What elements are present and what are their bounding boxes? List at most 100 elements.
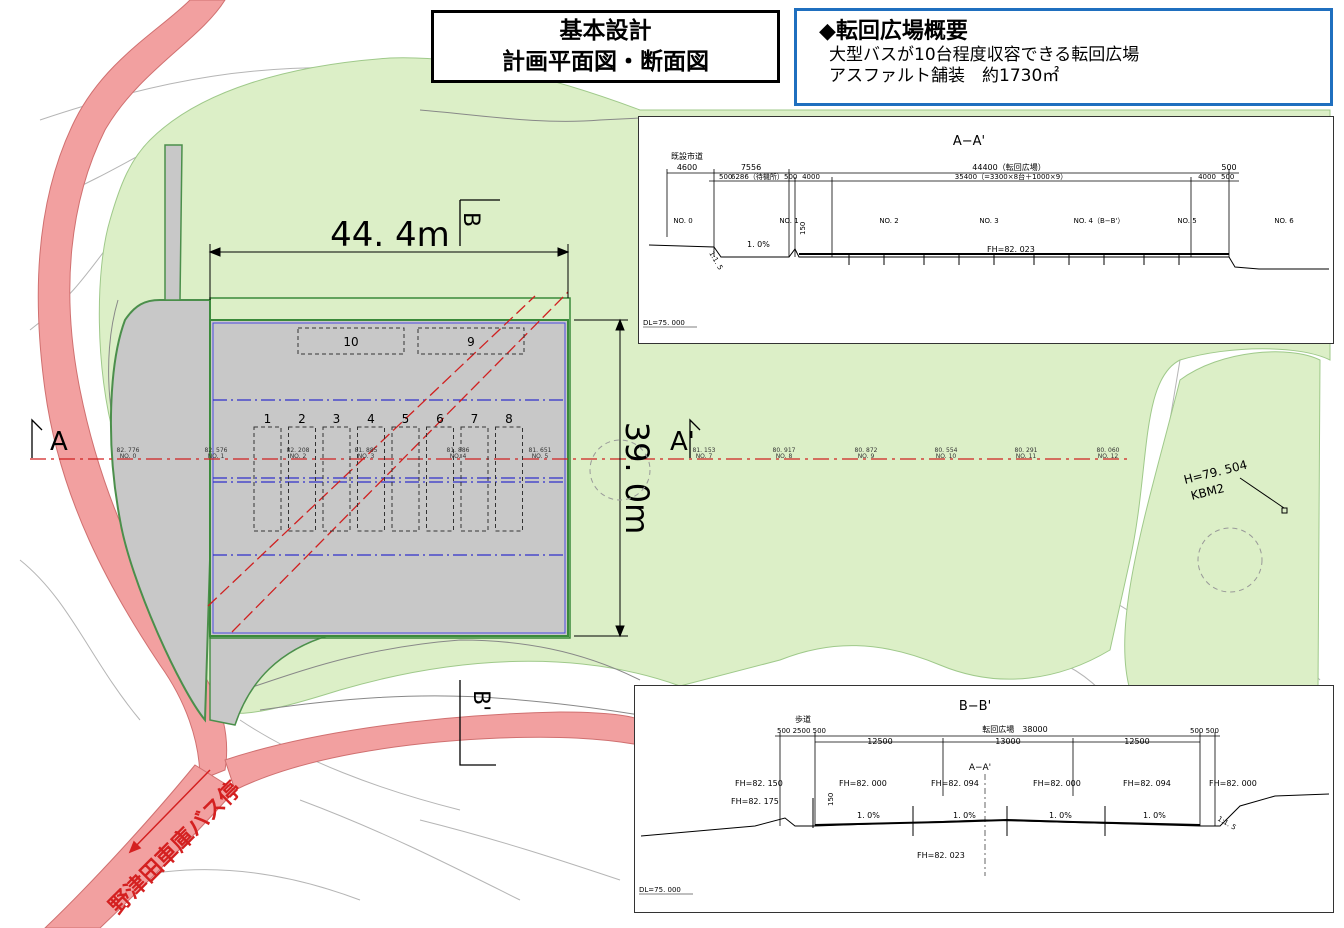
station-number: NO. 10 [936, 453, 957, 460]
aa-dim-4000a: 4000 [802, 173, 820, 181]
section-aa-station: NO. 4（B−B'） [1074, 217, 1125, 225]
bus-bay [460, 426, 489, 532]
upper-bays [297, 327, 525, 355]
station-number: NO. 4 [450, 453, 467, 460]
bus-bay [357, 426, 385, 532]
section-aa-ticks [848, 254, 1180, 265]
bb-dl: DL=75. 000 [639, 886, 681, 894]
station-elevation: 82. 776 [117, 447, 140, 454]
bb-slope-ratio: 1:1. 5 [1216, 815, 1237, 832]
section-aa-title: A−A' [953, 134, 985, 149]
bus-bay [253, 426, 282, 532]
bus-bay-label: 1 [264, 412, 272, 426]
width-dimension-label: 44. 4m [330, 215, 450, 255]
station-elevation: 80. 872 [855, 447, 878, 454]
section-aa-station: NO. 0 [673, 217, 692, 225]
bay-label-9: 9 [467, 335, 475, 349]
station-number: NO. 5 [532, 453, 549, 460]
station-number: NO. 0 [120, 453, 137, 460]
section-aa-dims [666, 169, 1239, 257]
section-bb-ticks [812, 798, 1106, 836]
bus-bay-label: 3 [333, 412, 341, 426]
section-bb-plaza-label: 転回広場 38000 [982, 724, 1047, 734]
access-ramp [164, 144, 183, 301]
bus-stop-arrow [128, 769, 211, 854]
bay-label-10: 10 [343, 335, 358, 349]
bus-bay-label: 2 [298, 412, 306, 426]
section-aa-station: NO. 6 [1274, 217, 1294, 225]
aa-dim-7556: 7556 [741, 163, 761, 172]
summary-line-1: 大型バスが10台程度収容できる転回広場 [829, 45, 1140, 65]
bb-dims-left: 500 2500 500 [777, 727, 826, 735]
bus-bay-label: 6 [436, 412, 444, 426]
green-area-right [1124, 351, 1321, 691]
plaza-outer-edge [209, 297, 571, 639]
depth-dimension [574, 318, 628, 638]
section-a-marker [31, 199, 701, 766]
station-number: NO. 7 [696, 453, 713, 460]
aa-slope: 1. 0% [747, 240, 770, 249]
bb-fh-1: FH=82. 150 [735, 779, 783, 788]
width-dimension [208, 244, 570, 300]
bb-slope-1: 1. 0% [857, 811, 880, 820]
station-number: NO. 8 [776, 453, 793, 460]
section-bb-panel: B−B' 歩道 転回広場 38000 500 2500 500 500 500 … [634, 685, 1334, 913]
section-bb-walk-label: 歩道 [795, 714, 811, 724]
aa-dim-500b: 500 [784, 173, 797, 181]
plaza-lane-lines [213, 399, 565, 556]
station-elevation: 81. 886 [447, 447, 470, 454]
approach-area [109, 299, 211, 723]
station-elevation: 81. 651 [529, 447, 552, 454]
lower-road [224, 711, 641, 791]
bus-bay [288, 426, 316, 532]
bus-bay-label: 5 [402, 412, 410, 426]
aa-dim-35400: 35400（=3300×8台＋1000×9） [955, 172, 1067, 181]
bb-fh-6: FH=82. 094 [1123, 779, 1171, 788]
bb-fh-4: FH=82. 094 [931, 779, 979, 788]
section-b-prime-label: B' [468, 690, 493, 711]
bus-bay [322, 426, 351, 532]
section-a-label: A [50, 427, 68, 457]
aa-dim-4600: 4600 [677, 163, 697, 172]
station-elevation: 82. 208 [287, 447, 310, 454]
section-a-prime-label: A' [670, 427, 695, 457]
section-aa-station: NO. 5 [1177, 217, 1196, 225]
plaza-circle [589, 439, 651, 501]
aa-dim-6286: 6286（待機所） [731, 172, 784, 181]
section-aa-road-label: 既設市道 [671, 151, 703, 161]
section-bb-drawing: B−B' 歩道 転回広場 38000 500 2500 500 500 500 … [639, 699, 1330, 895]
station-number: NO. 12 [1098, 453, 1119, 460]
section-aa-ground [648, 244, 1329, 270]
bb-fh-7: FH=82. 000 [1209, 779, 1257, 788]
bb-dim-12500b: 12500 [1124, 737, 1149, 746]
station-elevation: 80. 060 [1097, 447, 1120, 454]
plaza-summary: ◆転回広場概要 大型バスが10台程度収容できる転回広場 アスファルト舗装 約17… [794, 8, 1333, 106]
aa-dim-500-top: 500 [1221, 163, 1236, 172]
title-line-2: 計画平面図・断面図 [502, 49, 709, 75]
title-line-1: 基本設計 [559, 18, 652, 44]
bb-slope-4: 1. 0% [1143, 811, 1166, 820]
bus-bay [426, 426, 454, 532]
aa-dim-500a: 500 [719, 173, 732, 181]
bus-bay-label: 8 [505, 412, 513, 426]
plaza-diagonal [207, 291, 569, 633]
aa-dim-44400: 44400（転回広場） [972, 162, 1045, 172]
bus-bay [391, 426, 420, 532]
aa-dim-500c: 500 [1221, 173, 1234, 181]
bb-dims-right: 500 500 [1190, 727, 1219, 735]
summary-heading: ◆転回広場概要 [819, 19, 968, 44]
station-elevation: 81. 885 [355, 447, 378, 454]
bb-fh-5: FH=82. 000 [1033, 779, 1081, 788]
bus-bay-label: 4 [367, 412, 375, 426]
aa-curb: 150 [799, 222, 807, 235]
bb-slope-3: 1. 0% [1049, 811, 1072, 820]
station-number: NO. 2 [290, 453, 307, 460]
bb-center-label: A−A' [969, 763, 991, 773]
bb-dim-12500a: 12500 [867, 737, 892, 746]
station-number: NO. 9 [858, 453, 875, 460]
section-aa-station: NO. 3 [979, 217, 998, 225]
benchmark-marker [1239, 477, 1288, 514]
bb-fh-3: FH=82. 000 [839, 779, 887, 788]
